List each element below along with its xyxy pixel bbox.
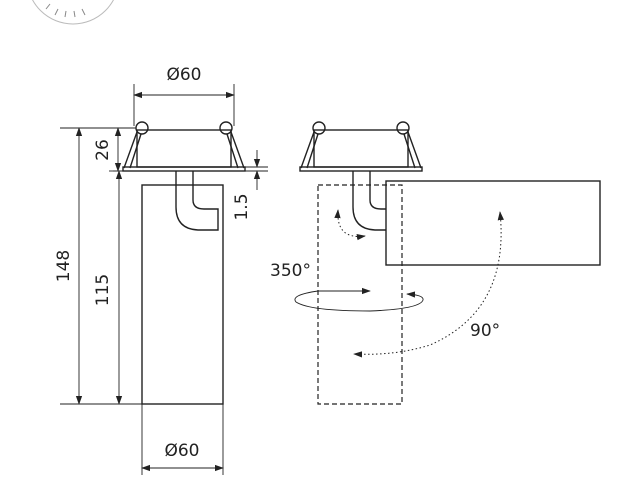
connector-tube (175, 171, 219, 231)
vertical-rotation-label: 90° (470, 321, 500, 341)
front-view: Ø60 Ø60 148 115 26 (54, 65, 268, 475)
right-view-left-spring-clip (300, 121, 326, 169)
flange-thickness-label: 1.5 (232, 193, 252, 220)
horizontal-rotation-label: 350° (270, 261, 311, 281)
bottom-diameter-label: Ø60 (164, 441, 199, 461)
total-height-label: 148 (54, 250, 74, 282)
sun-badge-icon (32, 0, 114, 25)
rotation-view: 350° 90° (270, 121, 601, 405)
trim-height-dimension: 26 (93, 127, 123, 172)
flange-thickness-dimension: 1.5 (232, 150, 268, 221)
body-height-dimension: 115 (93, 170, 123, 405)
right-view-right-spring-clip (396, 121, 422, 169)
right-view-mounting-flange (299, 166, 423, 172)
tube-swing-arrow (334, 209, 366, 241)
trim-height-label: 26 (93, 139, 113, 161)
top-diameter-dimension: Ø60 (133, 65, 235, 126)
top-diameter-label: Ø60 (166, 65, 201, 85)
left-spring-clip (123, 121, 149, 169)
total-height-dimension: 148 (54, 127, 142, 405)
right-spring-clip (219, 121, 245, 169)
lamp-body (141, 184, 224, 405)
vertical-rotation-indicator: 90° (353, 211, 504, 358)
body-height-label: 115 (93, 274, 113, 306)
right-view-trim-housing (313, 129, 409, 168)
right-view-connector-tube (352, 171, 386, 231)
horizontal-rotation-indicator: 350° (270, 261, 424, 312)
bottom-diameter-dimension: Ø60 (141, 404, 224, 475)
rotated-lamp-body (385, 180, 601, 266)
mounting-flange (122, 166, 246, 172)
body-ghost-position (317, 184, 403, 405)
trim-housing (136, 129, 232, 168)
